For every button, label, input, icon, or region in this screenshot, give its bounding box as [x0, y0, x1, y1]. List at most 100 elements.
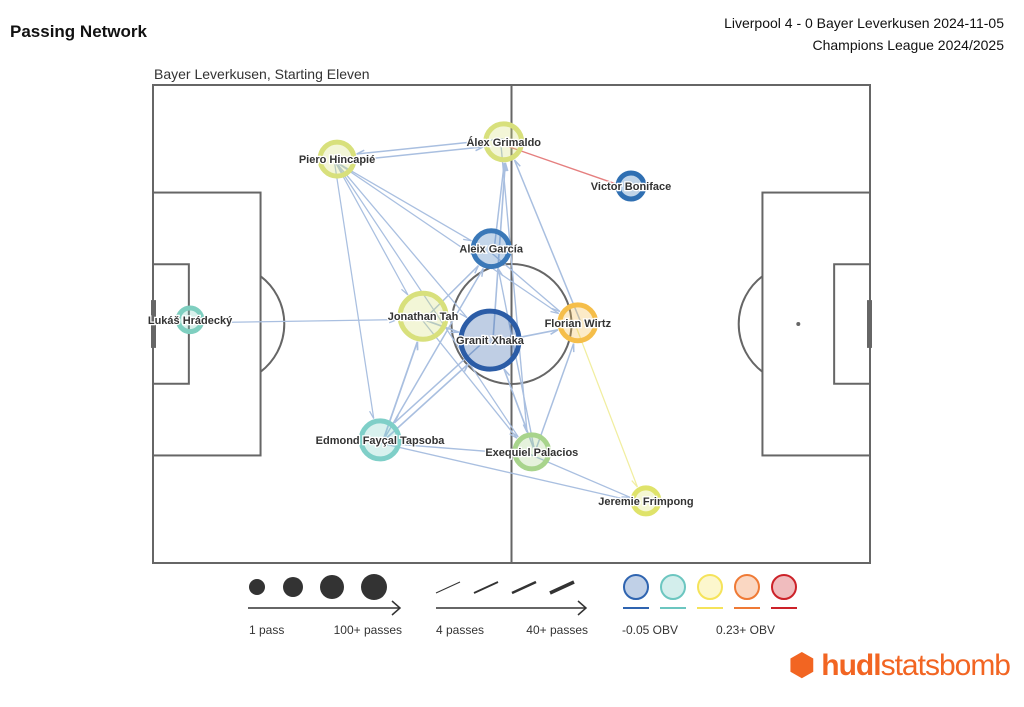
- team-subtitle: Bayer Leverkusen, Starting Eleven: [154, 66, 370, 82]
- competition: Champions League 2024/2025: [812, 37, 1005, 53]
- pass-arrowhead: [551, 307, 561, 313]
- pass-edge: [334, 160, 519, 438]
- legend-width-line: [511, 580, 537, 595]
- pass-arrowhead: [522, 424, 528, 433]
- legend-size-min: 1 pass: [249, 623, 284, 637]
- legend-size-dot: [320, 575, 344, 599]
- legend-width-line: [473, 581, 499, 594]
- legend-color-min: -0.05 OBV: [622, 623, 678, 637]
- pass-edge: [379, 442, 512, 454]
- pass-arrowhead: [401, 288, 409, 296]
- pass-edge: [381, 267, 484, 442]
- pass-arrowhead: [388, 319, 398, 324]
- pass-edge: [334, 161, 560, 315]
- player-label: Álex Grimaldo: [466, 136, 541, 149]
- pass-edge: [513, 159, 582, 322]
- right-goal: [867, 300, 872, 348]
- penalty-spot: [796, 322, 801, 326]
- player-label: Lukáš Hrádecký: [148, 315, 233, 327]
- player-node: [397, 290, 449, 342]
- pass-arrowhead: [463, 238, 472, 242]
- player-node: [630, 485, 662, 517]
- pass-arrowhead: [463, 363, 470, 372]
- pass-arrowhead: [621, 499, 630, 502]
- player-label: Edmond Fayçal Tapsoba: [316, 435, 446, 447]
- player-label: Victor Boniface: [591, 181, 672, 193]
- player-label: Granit Xhaka: [456, 335, 525, 347]
- right-six-yard-box: [833, 263, 872, 385]
- pass-arrowhead: [503, 368, 511, 377]
- pass-edge: [356, 138, 504, 155]
- legend-size-dot: [283, 577, 303, 597]
- pass-edge: [337, 146, 484, 163]
- player-node: [358, 418, 402, 462]
- match-info: Liverpool 4 - 0 Bayer Leverkusen 2024-11…: [724, 12, 1004, 56]
- legend-size-dot: [361, 574, 387, 600]
- right-penalty-arc: [737, 275, 764, 373]
- pass-edge: [379, 442, 630, 501]
- pass-edge: [333, 160, 409, 296]
- pass-arrowhead: [550, 310, 559, 315]
- pass-edge: [334, 160, 468, 319]
- player-label: Jeremie Frimpong: [598, 496, 693, 508]
- pass-edge: [497, 268, 536, 452]
- pass-arrowhead: [631, 480, 638, 488]
- pass-arrowhead: [356, 149, 365, 155]
- pass-arrowhead: [513, 159, 521, 167]
- player-node: [458, 308, 522, 372]
- pass-edge: [393, 337, 489, 424]
- player-label: Florian Wirtz: [545, 318, 612, 330]
- legend-width-line: [549, 580, 575, 595]
- player-node: [557, 302, 599, 344]
- legend-color-circle: [697, 574, 723, 600]
- legend-size-max: 100+ passes: [334, 623, 402, 637]
- pass-arrowhead: [509, 433, 518, 439]
- legend-color-circle: [660, 574, 686, 600]
- player-node: [470, 228, 512, 270]
- pass-edge: [190, 319, 398, 324]
- page-title: Passing Network: [10, 22, 147, 41]
- statsbomb-logo: ⬢ hudlstatsbomb: [788, 649, 1011, 682]
- player-node: [615, 170, 647, 202]
- left-penalty-arc: [259, 275, 286, 373]
- pass-edge: [421, 318, 460, 333]
- pass-arrowhead: [475, 146, 484, 152]
- player-node: [483, 121, 525, 163]
- legend-arrowhead: [391, 600, 402, 616]
- legend-color-circle: [771, 574, 797, 600]
- match-title: Liverpool 4 - 0 Bayer Leverkusen 2024-11…: [724, 15, 1004, 31]
- legend-width-min: 4 passes: [436, 623, 484, 637]
- pass-arrowhead: [550, 329, 559, 335]
- right-penalty-box: [761, 191, 872, 457]
- player-label: Aleix García: [459, 244, 523, 256]
- legend-size-dot: [249, 579, 265, 595]
- pass-edge: [500, 141, 528, 433]
- pass-arrowhead: [369, 410, 375, 419]
- pass-edge: [424, 265, 479, 319]
- pass-arrowhead: [481, 268, 484, 277]
- player-node: [512, 432, 552, 472]
- player-label: Piero Hincapié: [299, 154, 375, 166]
- pass-arrowhead: [474, 265, 480, 274]
- legend-color-circle: [623, 574, 649, 600]
- pass-edge: [420, 317, 518, 439]
- pass-arrowhead: [459, 312, 468, 319]
- player-node: [175, 305, 205, 335]
- pass-arrowhead: [503, 452, 512, 457]
- player-node: [317, 139, 357, 179]
- pass-arrowhead: [504, 162, 509, 172]
- legend-color-circle: [734, 574, 760, 600]
- legend-width-max: 40+ passes: [526, 623, 588, 637]
- left-goal: [151, 300, 156, 348]
- pass-edge: [333, 159, 375, 419]
- legend-color-max: 0.23+ OBV: [716, 623, 775, 637]
- pass-edge: [574, 323, 639, 488]
- player-label: Jonathan Tah: [388, 311, 459, 323]
- player-label: Exequiel Palacios: [485, 447, 578, 459]
- legend-arrowhead: [577, 600, 588, 616]
- pass-edge: [335, 161, 472, 242]
- pass-arrowhead: [497, 268, 504, 277]
- pass-edge: [493, 162, 506, 250]
